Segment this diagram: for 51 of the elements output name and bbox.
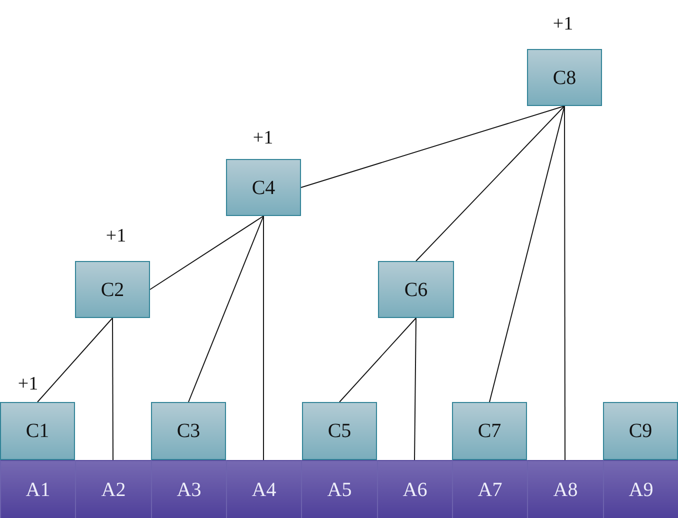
connector-line [112,318,114,460]
tree-node [226,159,301,216]
connector-line [37,318,113,402]
tree-node [0,402,75,460]
connector-line [489,106,565,402]
cell-label: A2 [101,478,126,500]
node-label: C3 [176,420,200,442]
node-label: C9 [628,420,652,442]
array-cell [151,460,226,518]
cell-label: A1 [26,478,50,500]
tree-node [452,402,527,460]
tree-node [151,402,226,460]
node-label: C1 [26,420,50,442]
connector-line [188,216,264,402]
cell-label: A3 [176,478,202,500]
node-label: C4 [252,176,276,198]
connector-line [414,318,416,460]
array-cell [603,460,678,518]
connector-line [300,106,565,188]
tree-node [302,402,377,460]
connector-line [150,216,264,290]
array-cell [75,460,151,518]
node-label: C6 [404,278,428,300]
connector-line [263,216,264,460]
array-cell [301,460,377,518]
node-label: C7 [478,420,502,442]
cell-label: A4 [252,478,276,500]
connector-line [339,318,416,402]
increment-label: +1 [252,128,274,150]
cell-label: A6 [402,478,428,500]
array-cell [377,460,452,518]
tree-node [603,402,678,460]
tree-node [527,49,602,106]
increment-label: +1 [18,374,38,396]
cell-label: A9 [628,478,654,500]
tree-node [75,261,150,318]
increment-label: +1 [552,14,574,36]
array-cell [452,460,527,518]
node-label: C8 [552,66,576,88]
array-cell [0,460,75,518]
cell-label: A5 [327,478,352,500]
tree-node [378,261,454,318]
array-cell [527,460,603,518]
cell-label: A8 [553,478,578,500]
connector-line [564,106,566,460]
cell-label: A7 [478,478,502,500]
array-cell [226,460,301,518]
node-label: C2 [100,278,124,300]
node-label: C5 [328,420,352,442]
increment-label: +1 [106,226,126,248]
connector-line [416,106,565,262]
